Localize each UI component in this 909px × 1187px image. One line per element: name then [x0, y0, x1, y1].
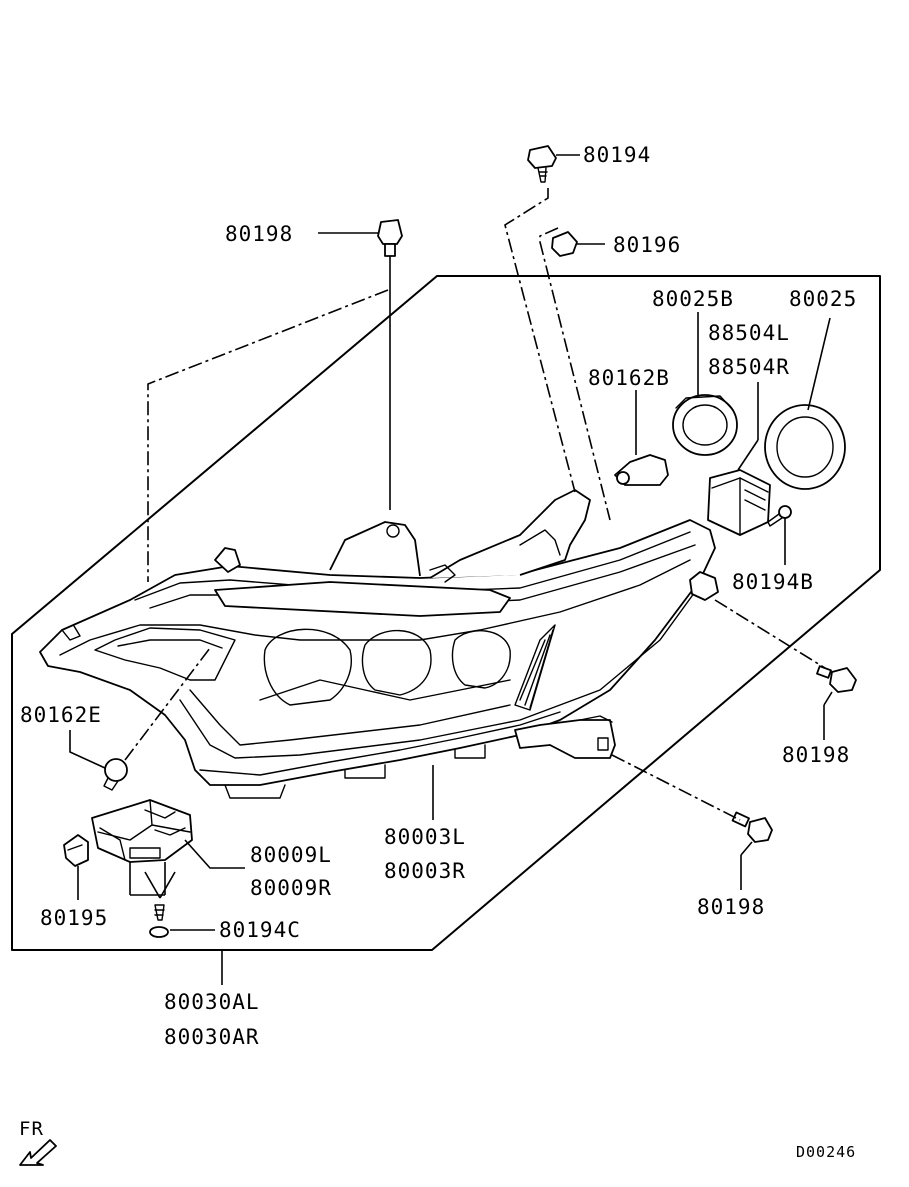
guide-line-80162E: [124, 647, 211, 761]
bolt-80198-bottom: [731, 811, 773, 890]
clip-80196: [551, 231, 605, 257]
callout-80030AL: 80030AL: [164, 990, 260, 1014]
callout-80025: 80025: [789, 287, 858, 311]
headlamp-assembly: [39, 489, 719, 799]
guide-line-80198-bottom: [611, 754, 741, 821]
callout-80003L: 80003L: [384, 825, 466, 849]
guide-line-80198-right: [714, 599, 826, 669]
callout-80003R: 80003R: [384, 859, 466, 883]
diagram-id: D00246: [796, 1143, 857, 1161]
cover-80025: [764, 317, 846, 490]
callout-80198-top: 80198: [225, 222, 294, 246]
callout-80025B: 80025B: [652, 287, 734, 311]
bulb-80162B: [614, 390, 669, 486]
callout-80196: 80196: [613, 233, 682, 257]
screw-80194C: [129, 862, 215, 938]
callout-80194: 80194: [583, 143, 652, 167]
front-direction-arrow-icon: [19, 1139, 57, 1166]
bulb-80162E: [69, 730, 128, 791]
connector-80009: [91, 799, 245, 869]
callout-80194C: 80194C: [219, 918, 301, 942]
bolt-80198-right: [816, 665, 857, 740]
screw-80194B: [767, 505, 792, 565]
screw-80194: [527, 145, 580, 183]
callout-80009R: 80009R: [250, 876, 332, 900]
callout-80195: 80195: [40, 906, 109, 930]
callout-80198-bottom: 80198: [697, 895, 766, 919]
guide-line-80196: [539, 227, 611, 521]
callout-80162B: 80162B: [588, 366, 670, 390]
callout-80194B: 80194B: [732, 570, 814, 594]
ballast-88504: [707, 382, 771, 536]
callout-88504L: 88504L: [708, 321, 790, 345]
direction-label: FR: [19, 1118, 44, 1140]
callout-80009L: 80009L: [250, 843, 332, 867]
assembly-boundary: [11, 275, 881, 951]
bolt-80198-top: [318, 219, 403, 510]
guide-line-80194: [504, 188, 576, 493]
callout-80198-right: 80198: [782, 743, 851, 767]
guide-line-80198-top: [147, 289, 389, 582]
callout-80162E: 80162E: [20, 703, 102, 727]
socket-ring-80025B: [672, 312, 738, 456]
callout-80030AR: 80030AR: [164, 1025, 260, 1049]
callout-88504R: 88504R: [708, 355, 790, 379]
clip-80195: [63, 834, 89, 900]
